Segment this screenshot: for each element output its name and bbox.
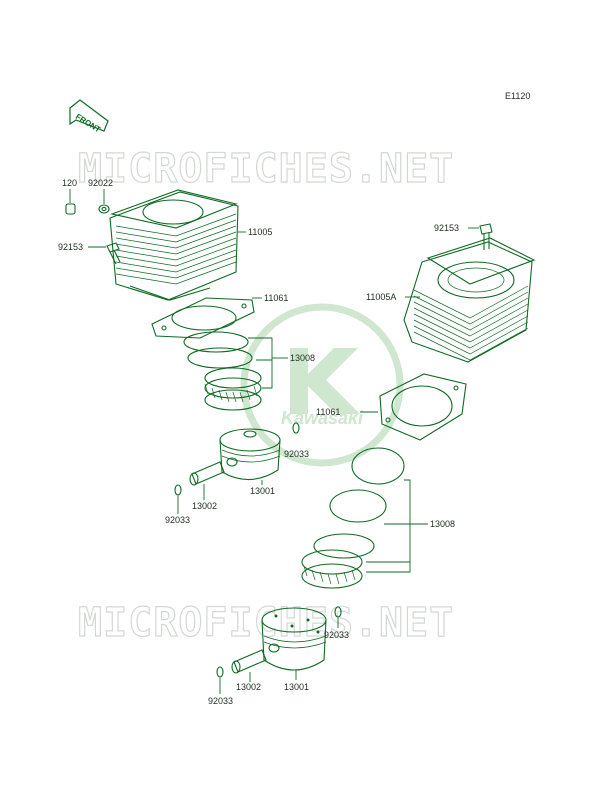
label-92033-mid: 92033 xyxy=(284,449,309,459)
label-13001-top: 13001 xyxy=(250,486,275,496)
label-11061-top: 11061 xyxy=(264,293,288,303)
label-11005: 11005 xyxy=(248,227,272,237)
label-13008-right: 13008 xyxy=(430,519,455,529)
piston-rings-13008-right xyxy=(301,447,428,589)
label-11005A: 11005A xyxy=(366,292,396,302)
label-120: 120 xyxy=(62,178,77,188)
gasket-11061-right xyxy=(360,373,467,441)
watermark-top: MICROFICHES.NET xyxy=(78,146,454,192)
watermark-bottom: MICROFICHES.NET xyxy=(78,600,454,646)
kawasaki-logo: Kawasaki xyxy=(240,303,404,467)
diagram-code: E1120 xyxy=(505,91,530,101)
cylinder-11005A xyxy=(403,237,536,363)
label-92033-bottom: 92033 xyxy=(208,696,233,706)
front-arrow-icon: FRONT xyxy=(69,99,109,134)
label-13001-low: 13001 xyxy=(284,682,309,692)
washer-92022 xyxy=(98,189,110,214)
clip-92033-mid xyxy=(292,422,300,434)
piston-pin-13002-low xyxy=(231,649,267,682)
clip-92033-low xyxy=(334,606,342,628)
label-13008-top: 13008 xyxy=(290,353,315,363)
gasket-11061-top xyxy=(151,297,262,339)
bolt-120 xyxy=(65,189,76,215)
bolt-92153-left xyxy=(88,242,121,265)
piston-13001-top xyxy=(219,428,281,485)
label-92022: 92022 xyxy=(88,178,113,188)
bolt-92153-right xyxy=(468,223,493,250)
label-13002-low: 13002 xyxy=(236,682,261,692)
label-13002-top: 13002 xyxy=(192,501,217,511)
label-11061-right: 11061 xyxy=(316,407,340,417)
piston-pin-13002-top xyxy=(189,461,225,500)
label-92153-left: 92153 xyxy=(58,242,83,252)
clip-92033-bottom xyxy=(216,666,224,694)
clip-92033-left xyxy=(174,484,182,514)
label-92033-low: 92033 xyxy=(324,630,349,640)
label-92033-left: 92033 xyxy=(165,515,190,525)
logo-text: Kawasaki xyxy=(281,408,364,428)
label-92153-right: 92153 xyxy=(434,223,459,233)
cylinder-11005 xyxy=(109,189,246,301)
piston-rings-13008-top xyxy=(183,331,288,411)
